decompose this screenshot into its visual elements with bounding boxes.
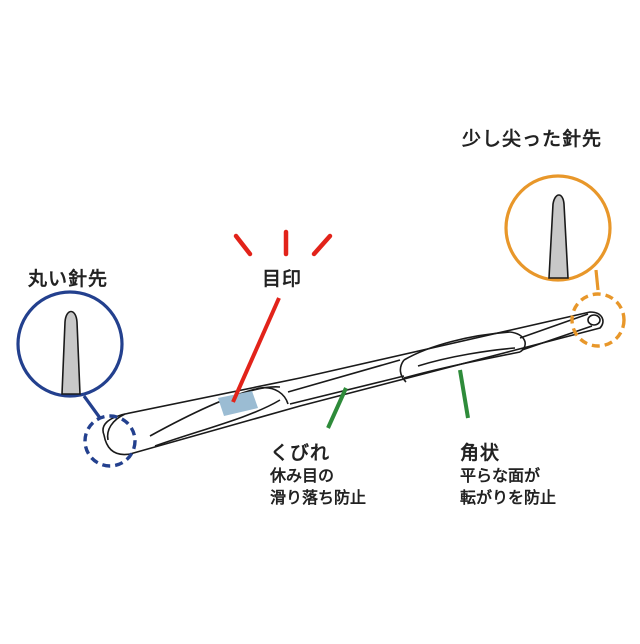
waist-title: くびれ — [270, 442, 331, 464]
waist-annotation: くびれ 休み目の 滑り落ち防止 — [270, 438, 366, 509]
angular-desc-line1: 平らな面が — [460, 466, 541, 485]
angular-annotation: 角状 平らな面が 転がりを防止 — [460, 438, 556, 509]
angular-title: 角状 — [460, 442, 501, 464]
waist-pointer — [326, 387, 348, 429]
angular-desc-line2: 転がりを防止 — [460, 488, 557, 507]
pointed-needle-tip-icon — [548, 194, 569, 279]
round-tip-label: 丸い針先 — [28, 268, 109, 290]
emphasis-rays-icon — [233, 229, 333, 257]
sharp-tip-callout — [504, 174, 626, 348]
marker-pointer — [231, 297, 281, 403]
round-tip-callout — [16, 290, 137, 468]
waist-desc-line1: 休み目の — [270, 466, 335, 485]
needle-body — [102, 311, 604, 456]
marker-label: 目印 — [262, 268, 303, 290]
marker-patch — [218, 391, 258, 416]
angular-pointer — [458, 369, 470, 419]
rounded-needle-tip-icon — [61, 310, 81, 395]
sharp-tip-label: 少し尖った針先 — [462, 128, 603, 150]
waist-desc-line2: 滑り落ち防止 — [270, 488, 367, 507]
